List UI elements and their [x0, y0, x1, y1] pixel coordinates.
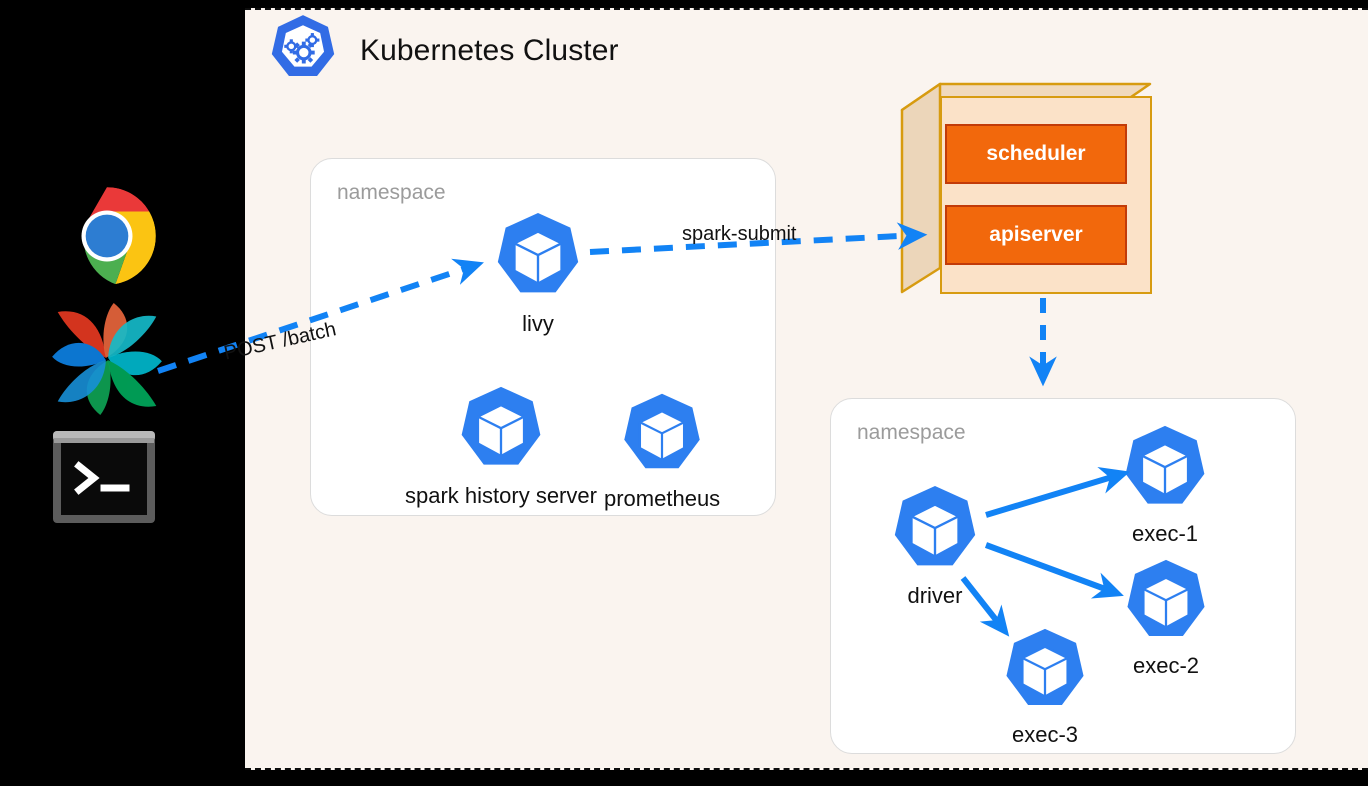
pod-label: exec-2 — [1132, 653, 1200, 678]
page-title: Kubernetes Cluster — [360, 34, 619, 67]
kubernetes-logo-icon — [264, 12, 342, 90]
control-plane-apiserver[interactable]: apiserver — [945, 205, 1127, 265]
control-plane-scheduler[interactable]: scheduler — [945, 124, 1127, 184]
pod-label: prometheus — [604, 486, 721, 511]
pod-label: driver — [907, 583, 963, 608]
airflow-icon[interactable] — [50, 303, 164, 415]
namespace-label: namespace — [337, 181, 446, 204]
control-plane-box: scheduler apiserver — [900, 82, 1152, 294]
namespace-label: namespace — [857, 421, 966, 444]
pod-livy[interactable]: livy — [489, 209, 587, 337]
pod-spark-history-server[interactable]: spark history server — [405, 383, 597, 509]
edge-label-spark-submit: spark-submit — [682, 223, 797, 245]
pod-exec-2[interactable]: exec-2 — [1119, 557, 1213, 679]
chrome-icon[interactable] — [55, 184, 159, 288]
pod-label: exec-1 — [1131, 521, 1199, 546]
pod-label: spark history server — [405, 483, 597, 508]
client-app-dock — [0, 0, 245, 786]
pod-driver[interactable]: driver — [886, 483, 984, 609]
cluster-header: Kubernetes Cluster — [264, 12, 619, 90]
pod-label: livy — [522, 311, 554, 336]
terminal-icon[interactable] — [52, 430, 156, 524]
pod-label: exec-3 — [1011, 722, 1079, 747]
pod-prometheus[interactable]: prometheus — [604, 390, 720, 512]
pod-exec-1[interactable]: exec-1 — [1117, 423, 1213, 547]
pod-exec-3[interactable]: exec-3 — [998, 626, 1092, 748]
